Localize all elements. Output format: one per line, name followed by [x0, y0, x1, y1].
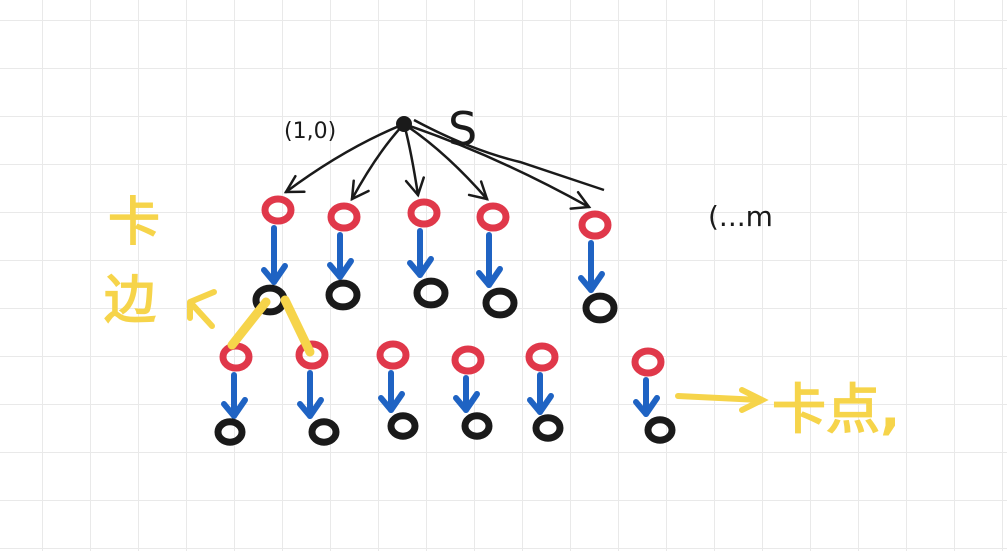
cut-edge-highlight	[187, 289, 315, 357]
level-2-nodes	[214, 340, 676, 446]
level2-black-node-4	[461, 412, 493, 440]
level2-blue-arrow-2-head	[297, 397, 324, 419]
level2-black-node-3	[387, 412, 419, 440]
level2-red-node-3	[376, 340, 410, 370]
source-node	[396, 116, 412, 132]
level2-red-node-1	[219, 342, 253, 372]
level1-red-node-1	[261, 195, 295, 225]
level1-black-node-4	[482, 287, 518, 319]
highlight-right-stroke	[280, 295, 315, 357]
range-label: (...m	[708, 200, 773, 233]
level1-red-node-4	[476, 202, 510, 232]
source-edge-extra	[413, 118, 605, 192]
highlight-arrow-icon	[187, 289, 217, 329]
cut-edge-note-line2: 边	[104, 271, 156, 331]
source-edge-5	[402, 122, 591, 209]
level1-blue-arrow-1-head	[261, 263, 288, 285]
level2-blue-arrow-1	[221, 372, 248, 419]
level2-black-node-2	[308, 418, 340, 446]
level1-red-node-5	[578, 210, 612, 240]
level1-blue-arrow-4	[476, 232, 503, 288]
cut-vertex-note: 卡点,	[772, 378, 901, 441]
level2-red-node-6	[631, 347, 665, 377]
level1-blue-arrow-1	[261, 225, 288, 285]
level2-blue-arrow-3-head	[378, 391, 405, 413]
level2-black-node-6	[644, 416, 676, 444]
level-1-nodes	[252, 195, 618, 324]
level1-blue-arrow-5-head	[578, 271, 605, 293]
cut-edge-note: 卡 边	[104, 193, 178, 331]
level1-red-node-2	[327, 202, 361, 232]
level2-blue-arrow-2	[297, 370, 324, 419]
level1-black-node-3	[413, 277, 449, 309]
level2-blue-arrow-1-head	[221, 397, 248, 419]
source-edge-arrowhead-1	[283, 174, 306, 194]
level1-blue-arrow-4-head	[476, 266, 503, 288]
level2-red-node-4	[451, 345, 485, 375]
source-edge-4	[402, 122, 489, 201]
edge-capacity-label: (1,0)	[284, 119, 336, 144]
level2-black-node-1	[214, 418, 246, 446]
source-label: S	[448, 102, 477, 156]
level2-blue-arrow-6	[633, 377, 660, 417]
level1-red-node-3	[407, 198, 441, 228]
source-edge-arrowhead-2	[350, 179, 370, 202]
level1-black-node-2	[325, 279, 361, 311]
source-edge-arrowhead-5	[569, 190, 592, 210]
level1-blue-arrow-3	[407, 228, 434, 278]
level2-red-node-2	[295, 340, 329, 370]
level2-blue-arrow-6-head	[633, 395, 660, 417]
source-edge-arrowhead-3	[404, 176, 425, 198]
level1-blue-arrow-2-head	[327, 258, 354, 280]
source-edge-3	[402, 122, 420, 197]
cut-edge-note-line1: 卡	[108, 193, 160, 253]
source-edge-arrowhead-4	[467, 180, 489, 201]
cut-vertex-arrow-icon	[675, 387, 769, 413]
highlight-left-stroke	[227, 297, 271, 350]
level1-blue-arrow-2	[327, 232, 354, 280]
source-edge-1	[284, 122, 406, 194]
level1-blue-arrow-3-head	[407, 256, 434, 278]
level2-blue-arrow-4	[453, 375, 480, 413]
level1-black-node-5	[582, 292, 618, 324]
level2-red-node-5	[525, 342, 559, 372]
level2-black-node-5	[532, 414, 564, 442]
level2-blue-arrow-5-head	[527, 393, 554, 415]
level2-blue-arrow-4-head	[453, 391, 480, 413]
level2-blue-arrow-5	[527, 372, 554, 415]
level2-blue-arrow-3	[378, 370, 405, 413]
level1-blue-arrow-5	[578, 240, 605, 293]
